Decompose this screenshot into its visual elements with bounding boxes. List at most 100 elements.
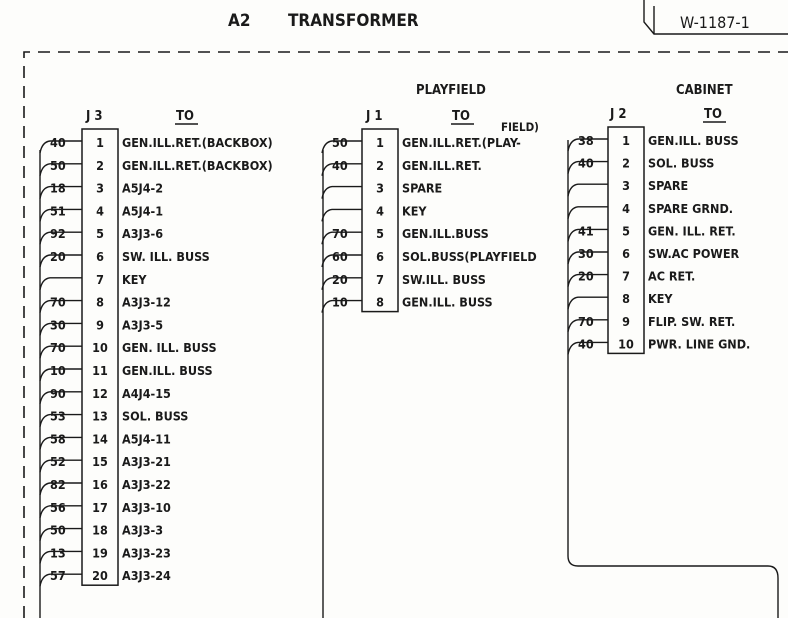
pin-number: 1 (376, 135, 384, 150)
pin-destination: GEN. ILL. BUSS (122, 340, 217, 355)
j1-pin-box (361, 128, 399, 313)
pin-destination: A5J4-1 (122, 203, 163, 218)
pin-number: 18 (92, 523, 108, 538)
j1-pin1-continuation: FIELD) (501, 120, 539, 134)
pin-number: 10 (92, 340, 108, 355)
pin-destination: SOL. BUSS (648, 156, 714, 171)
pin-destination: A3J3-5 (122, 317, 163, 332)
wire-number: 58 (50, 431, 66, 446)
pin-number: 7 (622, 269, 630, 284)
wire-lead (39, 277, 82, 290)
wire-number: 57 (50, 568, 66, 583)
pin-number: 5 (376, 226, 384, 241)
wire-lead (321, 208, 362, 222)
wire-number: 30 (50, 317, 66, 332)
pin-destination: A5J4-11 (122, 431, 171, 446)
pin-destination: SPARE (402, 181, 442, 196)
wire-number: 18 (50, 181, 66, 196)
group-label-playfield: PLAYFIELD (416, 83, 486, 98)
drawing-number: W-1187-1 (680, 13, 750, 32)
diagram-title: TRANSFORMER (288, 11, 419, 31)
pin-row: 70 10 GEN. ILL. BUSS (39, 340, 217, 359)
pin-destination: A3J3-10 (122, 500, 171, 515)
pin-destination: A3J3-21 (122, 454, 171, 469)
pin-destination: GEN.ILL.RET.(BACKBOX) (122, 135, 273, 150)
wire-number: 40 (50, 135, 66, 150)
j2-label: J2 (609, 107, 631, 122)
pin-destination: A3J3-22 (122, 477, 171, 492)
wire-number: 38 (578, 133, 594, 148)
pin-destination: KEY (402, 203, 427, 218)
pin-number: 3 (96, 181, 104, 196)
wire-number: 51 (50, 203, 66, 218)
pin-destination: A3J3-24 (122, 568, 171, 583)
pin-number: 4 (622, 201, 630, 216)
wire-lead (567, 296, 608, 310)
wire-number: 40 (578, 156, 594, 171)
wire-number: 20 (50, 249, 66, 264)
pin-destination: SW. ILL. BUSS (122, 249, 210, 264)
pin-destination: A5J4-2 (122, 181, 163, 196)
pin-number: 3 (376, 181, 384, 196)
wire-lead (321, 185, 362, 199)
pin-number: 6 (622, 246, 630, 261)
pin-destination: A3J3-23 (122, 545, 171, 560)
pin-destination: PWR. LINE GND. (648, 336, 750, 351)
pin-destination: SW.ILL. BUSS (402, 272, 486, 287)
wire-number: 50 (50, 158, 66, 173)
pin-number: 2 (96, 158, 104, 173)
pin-number: 11 (92, 363, 108, 378)
pin-number: 2 (622, 156, 630, 171)
pin-destination: SW.AC POWER (648, 246, 740, 261)
wire-number: 30 (578, 246, 594, 261)
wire-number: 10 (332, 295, 348, 310)
wire-number: 53 (50, 409, 66, 424)
pin-destination: A3J3-12 (122, 295, 171, 310)
pin-row: 30 6 SW.AC POWER (567, 246, 740, 265)
pin-destination: GEN.ILL.RET.(PLAY- (402, 135, 521, 150)
wire-number: 40 (578, 336, 594, 351)
wire-number: 70 (50, 340, 66, 355)
j2-to-header: TO (704, 107, 722, 122)
j3-to-header: TO (176, 109, 194, 124)
pin-destination: AC RET. (648, 269, 695, 284)
pin-row: 18 3 A5J4-2 (39, 181, 163, 199)
wire-number: 56 (50, 500, 66, 515)
wire-number: 90 (50, 386, 66, 401)
pin-destination: A3J3-6 (122, 226, 163, 241)
j3-label: J3 (85, 109, 107, 124)
wire-number: 70 (332, 226, 348, 241)
pin-number: 2 (376, 158, 384, 173)
pin-number: 19 (92, 545, 108, 560)
pin-number: 5 (622, 223, 630, 238)
drawing-number-frame (643, 0, 788, 35)
wire-number: 50 (50, 523, 66, 538)
wire-number: 20 (332, 272, 348, 287)
j1-to-header: TO (452, 109, 470, 124)
pin-destination: SPARE GRND. (648, 201, 733, 216)
pin-destination: SPARE (648, 178, 688, 193)
pin-number: 8 (96, 295, 104, 310)
